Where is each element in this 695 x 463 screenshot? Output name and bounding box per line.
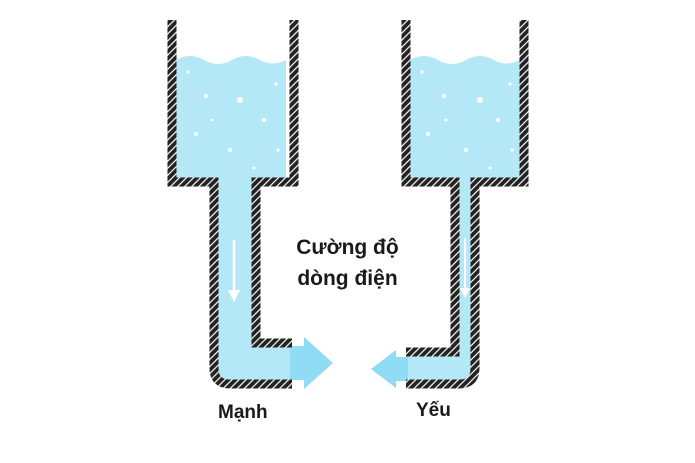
- left-outflow-arrow: [290, 337, 333, 389]
- right-down-arrow: [460, 238, 470, 298]
- left-bubbles: [186, 70, 280, 170]
- right-tank-wall-right: [406, 20, 529, 389]
- strong-flow-container: [167, 20, 333, 389]
- left-tank-water: [176, 56, 286, 178]
- strong-label: Mạnh: [218, 402, 268, 423]
- weak-label: Yếu: [416, 400, 451, 421]
- current-intensity-label: Cường độ dòng điện: [0, 232, 695, 294]
- right-tank-wall-left: [401, 20, 460, 357]
- current-intensity-line1: Cường độ: [296, 236, 399, 259]
- left-tank-wall: [167, 20, 292, 389]
- left-tank-wall-right: [251, 20, 299, 348]
- weak-flow-container: [371, 20, 529, 389]
- right-tank-water: [410, 56, 520, 178]
- right-bubbles: [420, 70, 514, 170]
- current-intensity-line2: dòng điện: [297, 267, 398, 290]
- left-down-arrow: [228, 240, 240, 302]
- right-outflow-arrow: [371, 350, 408, 388]
